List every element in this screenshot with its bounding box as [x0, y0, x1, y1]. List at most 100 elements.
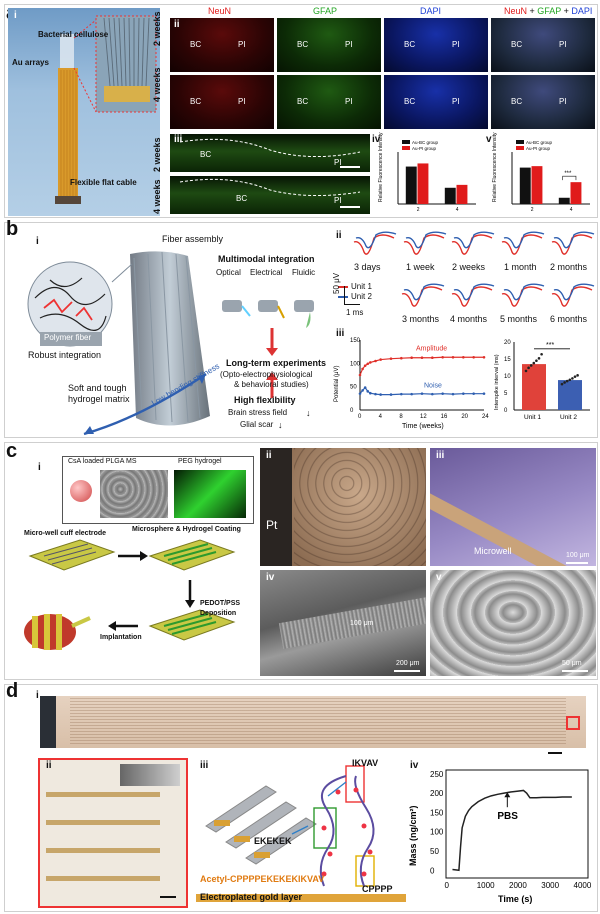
b-ii-unit1-wave-r1-1 — [403, 234, 445, 255]
merge-plus-1: + — [527, 6, 538, 16]
d-iv-xtick-4: 4000 — [574, 881, 592, 890]
b-iii-point-1-15 — [472, 392, 475, 395]
b-ii-scale-v: 50 μV — [332, 272, 341, 294]
a-iv-bar-1-1 — [456, 184, 468, 204]
a-v-bar-1-0 — [558, 197, 570, 204]
a-iv-legend-swatch-1 — [402, 146, 410, 150]
b-iii-point-1-16 — [482, 392, 486, 395]
a-ii-dapi-2w — [384, 18, 488, 72]
b-iii-xtick-6: 24 — [482, 414, 489, 420]
isi-ytick-0: 0 — [504, 408, 508, 414]
b-iii-xtick-1: 4 — [379, 414, 383, 420]
a-ii-pi-3: PI — [452, 40, 460, 49]
panel-b-frame — [4, 222, 598, 438]
a-i-label-ffc: Flexible flat cable — [70, 178, 137, 187]
b-i-sub: i — [36, 236, 39, 247]
a-iv-bar-1-0 — [444, 187, 456, 204]
b-iii-point-0-14 — [462, 355, 465, 359]
d-i-traces — [70, 698, 566, 746]
isi-dot-0-1 — [527, 366, 530, 370]
b-ii-time-1m: 1 month — [504, 262, 537, 272]
isi-dot-0-3 — [532, 361, 536, 365]
c-i-pedot-2: Deposition — [200, 610, 237, 617]
a-iv-legend-swatch-0 — [402, 140, 410, 144]
a-ii-pi-2: PI — [345, 40, 353, 49]
b-ii-scale-bar-h — [344, 304, 360, 305]
b-i-long-term-sub: (Opto-electrophysiological — [220, 370, 313, 379]
d-i-highlight-box — [566, 716, 580, 730]
a-iii-gfap-4w — [170, 176, 370, 214]
c-iii-microwell: Microwell — [474, 546, 512, 556]
a-ii-gfap-4w — [277, 75, 381, 129]
d-ii-image — [38, 758, 188, 908]
a-iii-row-2weeks: 2 weeks — [152, 137, 162, 172]
a-i-device-drawing — [55, 15, 157, 204]
b-i-long-term: Long-term experiments — [226, 358, 327, 368]
c-iv-image — [260, 570, 426, 676]
a-iii-row-4weeks: 4 weeks — [152, 179, 162, 214]
d-ii-sub: ii — [46, 760, 52, 771]
merge-plus-2: + — [561, 6, 572, 16]
c-iv-scale-label: 200 μm — [396, 660, 420, 667]
b-iii-point-0-13 — [451, 355, 455, 359]
b-iii-point-1-2 — [363, 386, 367, 389]
isi-ytick-4: 20 — [504, 340, 511, 346]
c-v-scalebar — [562, 670, 588, 672]
b-i-polymer-fiber: Polymer fiber — [44, 333, 92, 342]
d-iv-plot-frame — [445, 769, 589, 879]
b-iii-point-1-0 — [358, 392, 362, 395]
d-iii-illustration — [196, 765, 406, 902]
b-ii-scale-bar-v — [344, 286, 345, 304]
b-iii-xtick-3: 12 — [420, 414, 427, 420]
d-iv-ytick-4: 200 — [430, 789, 444, 798]
a-v-sig-text: *** — [564, 171, 572, 177]
d-iv-line — [452, 789, 572, 872]
b-ii-time-2m: 2 months — [550, 262, 588, 272]
d-iv-xlabel: Time (s) — [498, 894, 532, 904]
a-ii-row-4weeks: 4 weeks — [152, 67, 162, 102]
a-iii-scale-1 — [340, 166, 360, 168]
b-ii-unit2-wave-r1-3 — [503, 231, 545, 249]
a-ii-dapi-4w — [384, 75, 488, 129]
d-i-scalebar — [548, 752, 562, 754]
b-iii-point-1-9 — [410, 392, 413, 396]
b-iii-point-1-10 — [420, 392, 424, 395]
b-iii-xtick-2: 8 — [399, 414, 403, 420]
b-i-mode-optical: Optical — [216, 268, 241, 277]
b-iii-point-0-16 — [482, 355, 486, 359]
a-iii-sub: iii — [174, 134, 183, 145]
isi-dot-1-4 — [571, 377, 574, 380]
isi-dot-0-6 — [540, 352, 543, 356]
c-i-sphere — [70, 480, 92, 502]
b-iii-point-1-8 — [400, 392, 403, 396]
b-iii-ytick-0: 0 — [350, 408, 354, 414]
b-ii-unit2-wave-r2-2 — [503, 283, 545, 301]
d-ii-scalebar — [160, 896, 176, 898]
b-i-hydrogel-1: Soft and tough — [68, 383, 127, 393]
b-i-multimodal: Multimodal integration — [218, 254, 315, 264]
a-iii-pi-2: PI — [334, 196, 342, 205]
a-ii-bc-1: BC — [190, 40, 202, 49]
c-ii-texture — [294, 448, 426, 566]
a-v-sig-bracket — [562, 175, 577, 181]
isi-dot-0-4 — [535, 359, 538, 362]
d-iv-xtick-3: 3000 — [541, 881, 559, 890]
b-i-fiber-illustration — [27, 251, 314, 436]
b-iii-xtick-4: 16 — [441, 414, 448, 420]
a-iv-legend-text-1: Au-PI group — [412, 146, 437, 151]
a-i-sub: i — [14, 10, 17, 21]
a-ii-bc-4: BC — [511, 40, 523, 49]
b-iii-point-0-8 — [400, 356, 403, 360]
c-iv-scalebar — [394, 670, 420, 672]
b-i-mode-electrical: Electrical — [250, 268, 283, 277]
c-i-process-drawing — [24, 539, 236, 650]
a-ii-bc-6: BC — [297, 97, 309, 106]
a-iv-xtick-1: 4 — [456, 207, 459, 213]
b-iii-xtick-0: 0 — [358, 414, 362, 420]
b-iii-point-1-5 — [374, 392, 377, 396]
b-ii-unit2-wave-r2-1 — [453, 283, 495, 301]
d-ii-shank-1 — [46, 792, 160, 797]
b-iii-ytick-1: 50 — [350, 385, 357, 391]
